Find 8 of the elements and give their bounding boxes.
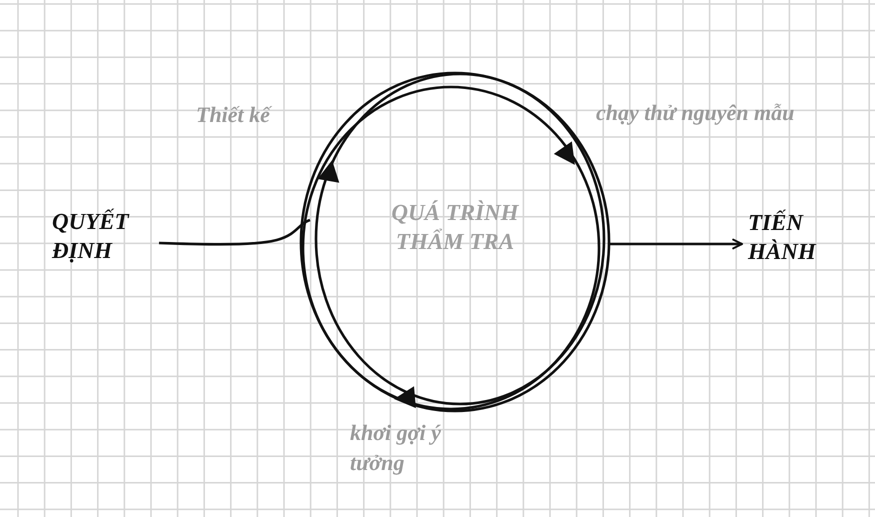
step-label: Thiết kế: [196, 100, 326, 130]
connector-line: [158, 218, 310, 246]
step-label: chạy thử nguyên mẫu: [596, 99, 796, 127]
arrow: [610, 238, 743, 250]
step-label: khơi gợi ý tưởng: [350, 419, 442, 477]
stage-label: QUYẾT ĐỊNH: [52, 208, 130, 265]
process-label: QUÁ TRÌNH THẨM TRA: [390, 199, 520, 256]
stage-label: TIẾN HÀNH: [748, 209, 818, 266]
